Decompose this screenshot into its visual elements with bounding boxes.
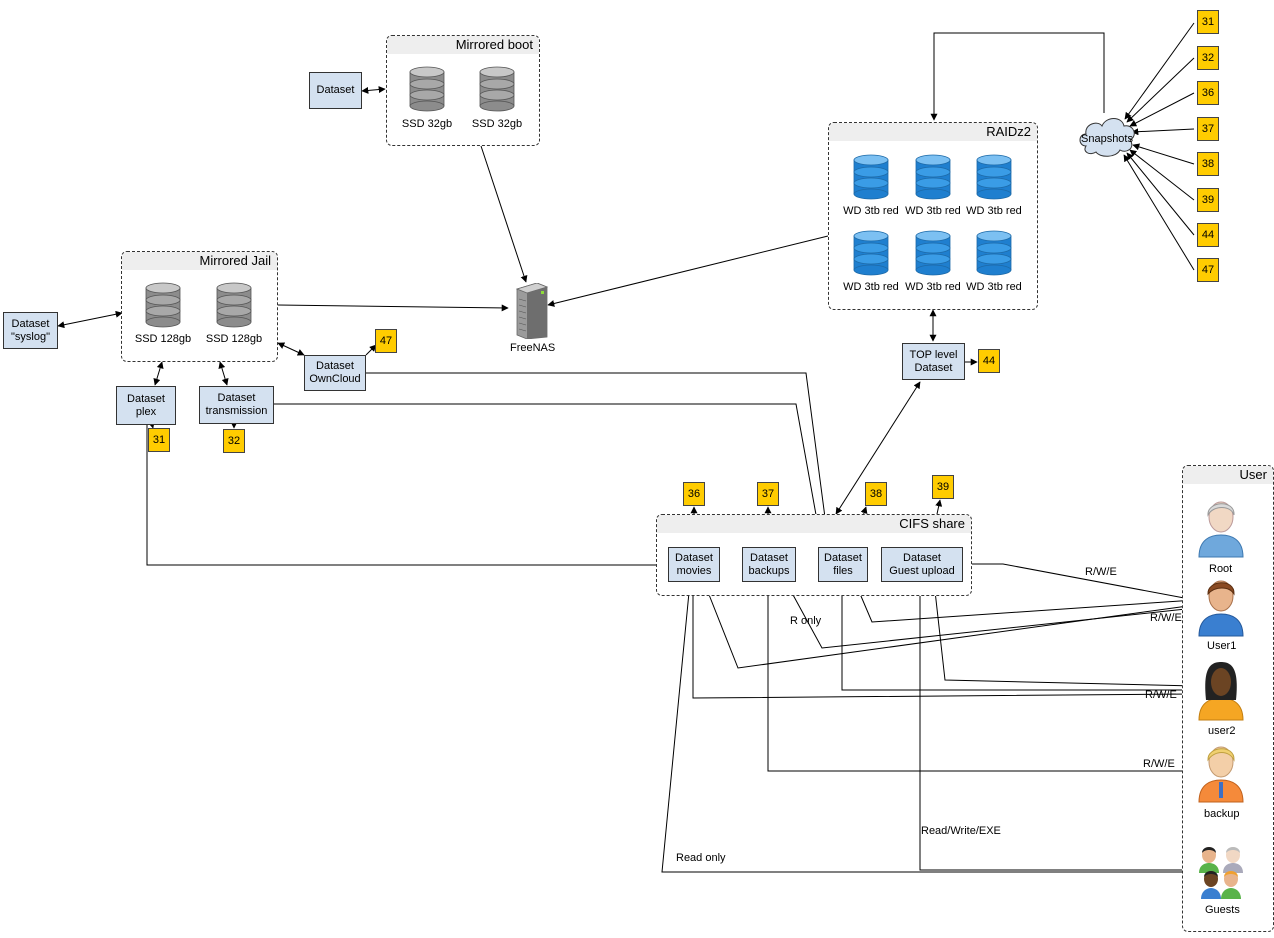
movies-dataset-box[interactable]: Dataset movies — [668, 547, 720, 582]
wd-disk-icon — [915, 154, 951, 203]
snapshot-tag: 37 — [1197, 117, 1219, 141]
edge-label-backup-rwe: R/W/E — [1143, 758, 1175, 770]
ssd-disk-icon — [479, 66, 515, 115]
snapshot-tag-plex: 31 — [148, 428, 170, 452]
snapshot-tag-transmission: 32 — [223, 429, 245, 453]
syslog-dataset-box[interactable]: Dataset "syslog" — [3, 312, 58, 349]
owncloud-dataset-box[interactable]: Dataset OwnCloud — [304, 355, 366, 391]
files-line2: files — [833, 564, 853, 577]
mirrored-boot-title: Mirrored boot — [387, 36, 539, 54]
transmission-line2: transmission — [205, 405, 268, 417]
boot-dataset-box[interactable]: Dataset — [309, 72, 362, 109]
user1-icon[interactable] — [1195, 576, 1247, 641]
guest-line2: Guest upload — [889, 564, 955, 577]
top-dataset-box[interactable]: TOP level Dataset — [902, 343, 965, 380]
owncloud-line2: OwnCloud — [309, 373, 361, 385]
backup-user-icon[interactable] — [1195, 742, 1247, 807]
ssd-disk-icon — [409, 66, 445, 115]
guest-upload-dataset-box[interactable]: Dataset Guest upload — [881, 547, 963, 582]
top-line1: TOP level — [909, 348, 958, 361]
edge-label-guests-rwexe: Read/Write/EXE — [921, 825, 1001, 837]
cloud-icon — [1076, 112, 1138, 161]
plex-line1: Dataset — [127, 392, 165, 405]
wd-disk-icon — [915, 230, 951, 279]
server-icon — [513, 282, 549, 342]
boot-dataset-label: Dataset — [316, 84, 355, 96]
plex-dataset-box[interactable]: Dataset plex — [116, 386, 176, 425]
files-line1: Dataset — [824, 551, 862, 564]
wd-label: WD 3tb red — [843, 281, 899, 293]
root-user-icon[interactable] — [1195, 497, 1247, 562]
root-user-label: Root — [1209, 563, 1233, 575]
user1-label: User1 — [1207, 640, 1237, 652]
wd-disk-icon — [976, 154, 1012, 203]
wd-label: WD 3tb red — [843, 205, 899, 217]
wd-disk-icon — [853, 230, 889, 279]
snapshot-tag: 38 — [1197, 152, 1219, 176]
snapshot-tag: 44 — [1197, 223, 1219, 247]
plex-line2: plex — [135, 405, 157, 418]
backup-user-label: backup — [1204, 808, 1240, 820]
user2-icon[interactable] — [1195, 660, 1247, 725]
ssd-label: SSD 128gb — [205, 333, 263, 345]
ssd-label: SSD 128gb — [134, 333, 192, 345]
snapshot-tag-owncloud: 47 — [375, 329, 397, 353]
raidz2-group: RAIDz2 — [828, 122, 1038, 310]
wd-label: WD 3tb red — [966, 281, 1022, 293]
ssd-disk-icon — [216, 282, 252, 331]
snapshot-tag-files: 38 — [865, 482, 887, 506]
guests-label: Guests — [1205, 904, 1240, 916]
wd-label: WD 3tb red — [905, 281, 961, 293]
snapshot-tag: 32 — [1197, 46, 1219, 70]
raidz2-title: RAIDz2 — [829, 123, 1037, 141]
snapshot-tag-movies: 36 — [683, 482, 705, 506]
guests-icon[interactable] — [1195, 843, 1247, 904]
top-line2: Dataset — [914, 361, 953, 374]
edge-label-guests-readonly: Read only — [676, 852, 726, 864]
snapshot-tag-backups: 37 — [757, 482, 779, 506]
ssd-label: SSD 32gb — [471, 118, 523, 130]
snapshot-tag: 36 — [1197, 81, 1219, 105]
guest-line1: Dataset — [903, 551, 941, 564]
wd-label: WD 3tb red — [905, 205, 961, 217]
mirrored-jail-title: Mirrored Jail — [122, 252, 277, 270]
cifs-share-title: CIFS share — [657, 515, 971, 533]
backups-line1: Dataset — [750, 551, 788, 564]
syslog-line2: "syslog" — [11, 330, 50, 343]
movies-line1: Dataset — [675, 551, 713, 564]
snapshot-tag: 39 — [1197, 188, 1219, 212]
backups-dataset-box[interactable]: Dataset backups — [742, 547, 796, 582]
ssd-label: SSD 32gb — [401, 118, 453, 130]
edge-label-user1-ronly: R only — [790, 615, 822, 627]
backups-line2: backups — [748, 564, 790, 577]
wd-label: WD 3tb red — [966, 205, 1022, 217]
edge-label-user2-rwe: R/W/E — [1145, 689, 1177, 701]
syslog-line1: Dataset — [11, 317, 50, 330]
transmission-dataset-box[interactable]: Dataset transmission — [199, 386, 274, 424]
snapshot-tag: 31 — [1197, 10, 1219, 34]
files-dataset-box[interactable]: Dataset files — [818, 547, 868, 582]
wd-disk-icon — [853, 154, 889, 203]
mirrored-boot-group: Mirrored boot — [386, 35, 540, 146]
snapshot-tag-guest: 39 — [932, 475, 954, 499]
edge-label-user1-rwe: R/W/E — [1150, 612, 1182, 624]
transmission-line1: Dataset — [217, 392, 256, 404]
owncloud-line1: Dataset — [316, 360, 354, 372]
snapshot-tag-top: 44 — [978, 349, 1000, 373]
wd-disk-icon — [976, 230, 1012, 279]
snapshot-tag: 47 — [1197, 258, 1219, 282]
server-label: FreeNAS — [510, 342, 556, 354]
ssd-disk-icon — [145, 282, 181, 331]
user-group-title: User — [1183, 466, 1273, 484]
snapshots-label: Snapshots — [1081, 133, 1133, 145]
edge-label-root-rwe: R/W/E — [1085, 566, 1117, 578]
movies-line2: movies — [676, 564, 712, 577]
user2-label: user2 — [1208, 725, 1236, 737]
